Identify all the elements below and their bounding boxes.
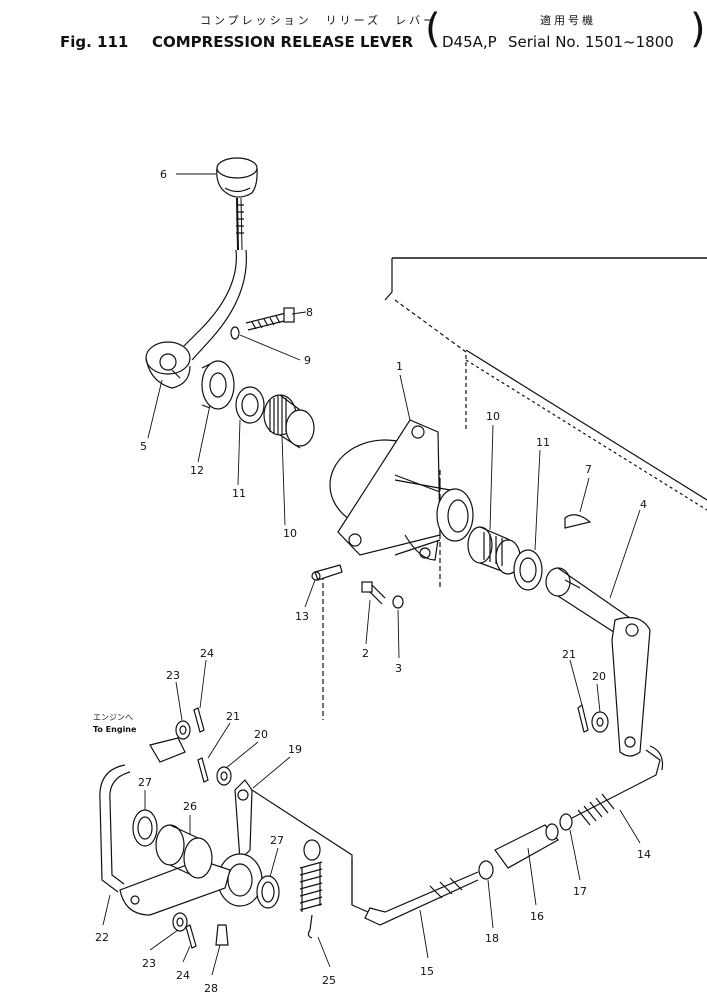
callout-4: 4: [640, 498, 647, 511]
spring-25: [299, 839, 323, 939]
seal-27-right: [256, 875, 280, 909]
callout-11-right: 11: [536, 436, 550, 449]
callout-23-lower: 23: [142, 957, 156, 970]
callout-17: 17: [573, 885, 587, 898]
rod-14: [571, 745, 664, 826]
callout-2: 2: [362, 647, 369, 660]
figure-title: COMPRESSION RELEASE LEVER: [152, 33, 414, 51]
engine-note-jp: エンジンへ: [93, 713, 133, 722]
callout-18: 18: [485, 932, 499, 945]
serial-japanese: 適用号機: [540, 14, 596, 27]
pin-24-upper: [193, 707, 205, 733]
rod-22: [99, 764, 131, 893]
pin-24-lower: [185, 924, 197, 949]
key-7: [564, 514, 592, 529]
callout-27-right: 27: [270, 834, 284, 847]
figure-number: Fig. 111: [60, 33, 129, 51]
callout-21-right: 21: [562, 648, 576, 661]
engine-note: エンジンへ To Engine: [93, 713, 137, 734]
pin-21-lower: [197, 757, 209, 783]
engine-link-plate: [149, 737, 186, 763]
bushing-10-left: [263, 394, 315, 449]
callout-20-right: 20: [592, 670, 606, 683]
turnbuckle-16: [494, 823, 559, 869]
callout-numbers: 6 8 9 5 12 11 10 1 10 11 7 4 13 2 3 21 2…: [95, 168, 651, 992]
washer-23-lower: [172, 912, 188, 932]
left-paren: (: [425, 6, 441, 52]
callout-13: 13: [295, 610, 309, 623]
callout-16: 16: [530, 910, 544, 923]
bracket-1: [329, 419, 474, 561]
bolt-2: [361, 581, 386, 605]
callout-28: 28: [204, 982, 218, 992]
callout-6: 6: [160, 168, 167, 181]
callout-20-lower: 20: [254, 728, 268, 741]
fitting-28: [215, 924, 229, 946]
seal-11: [235, 386, 265, 424]
washer-23-upper: [175, 720, 191, 740]
callout-22: 22: [95, 931, 109, 944]
callout-8: 8: [306, 306, 313, 319]
callout-27-left: 27: [138, 776, 152, 789]
callout-24-lower: 24: [176, 969, 190, 982]
header: コンプレッション リリーズ レバー Fig. 111 COMPRESSION R…: [0, 0, 707, 70]
title-japanese: コンプレッション リリーズ レバー: [200, 14, 438, 27]
callout-12: 12: [190, 464, 204, 477]
rod-15: [364, 871, 479, 926]
callout-10-right: 10: [486, 410, 500, 423]
lever-knob: [216, 157, 258, 198]
callout-26: 26: [183, 800, 197, 813]
seal-27-left: [132, 809, 158, 847]
thrust-washer-12: [201, 360, 235, 410]
callout-10-left: 10: [283, 527, 297, 540]
washer-9: [230, 326, 240, 340]
leader-lines: [102, 173, 641, 976]
callout-7: 7: [585, 463, 592, 476]
callout-19: 19: [288, 743, 302, 756]
callout-23-upper: 23: [166, 669, 180, 682]
callout-21-lower: 21: [226, 710, 240, 723]
callout-14: 14: [637, 848, 651, 861]
engine-note-en: To Engine: [93, 725, 137, 734]
grease-fitting-13: [311, 564, 343, 581]
bushing-10-right: [467, 526, 521, 575]
serial-range: Serial No. 1501~1800: [508, 33, 674, 51]
nut-17: [559, 813, 573, 831]
lever-shaft: [145, 197, 247, 389]
washer-20-lower: [216, 766, 232, 786]
bushing-26: [155, 824, 213, 879]
housing-outline: [322, 257, 707, 905]
right-paren: ): [690, 6, 706, 52]
washer-3: [392, 595, 404, 609]
callout-15: 15: [420, 965, 434, 978]
callout-5: 5: [140, 440, 147, 453]
serial-model: D45A,P: [442, 33, 497, 51]
callout-1: 1: [396, 360, 403, 373]
callout-11-left: 11: [232, 487, 246, 500]
nut-18: [478, 860, 494, 880]
seal-11-right: [513, 549, 543, 591]
callout-9: 9: [304, 354, 311, 367]
callout-25: 25: [322, 974, 336, 987]
callout-3: 3: [395, 662, 402, 675]
bolt-8: [245, 307, 295, 331]
callout-24-upper: 24: [200, 647, 214, 660]
lever-4: [545, 567, 651, 757]
washer-20-right: [591, 711, 609, 733]
pin-21-right: [577, 703, 589, 733]
